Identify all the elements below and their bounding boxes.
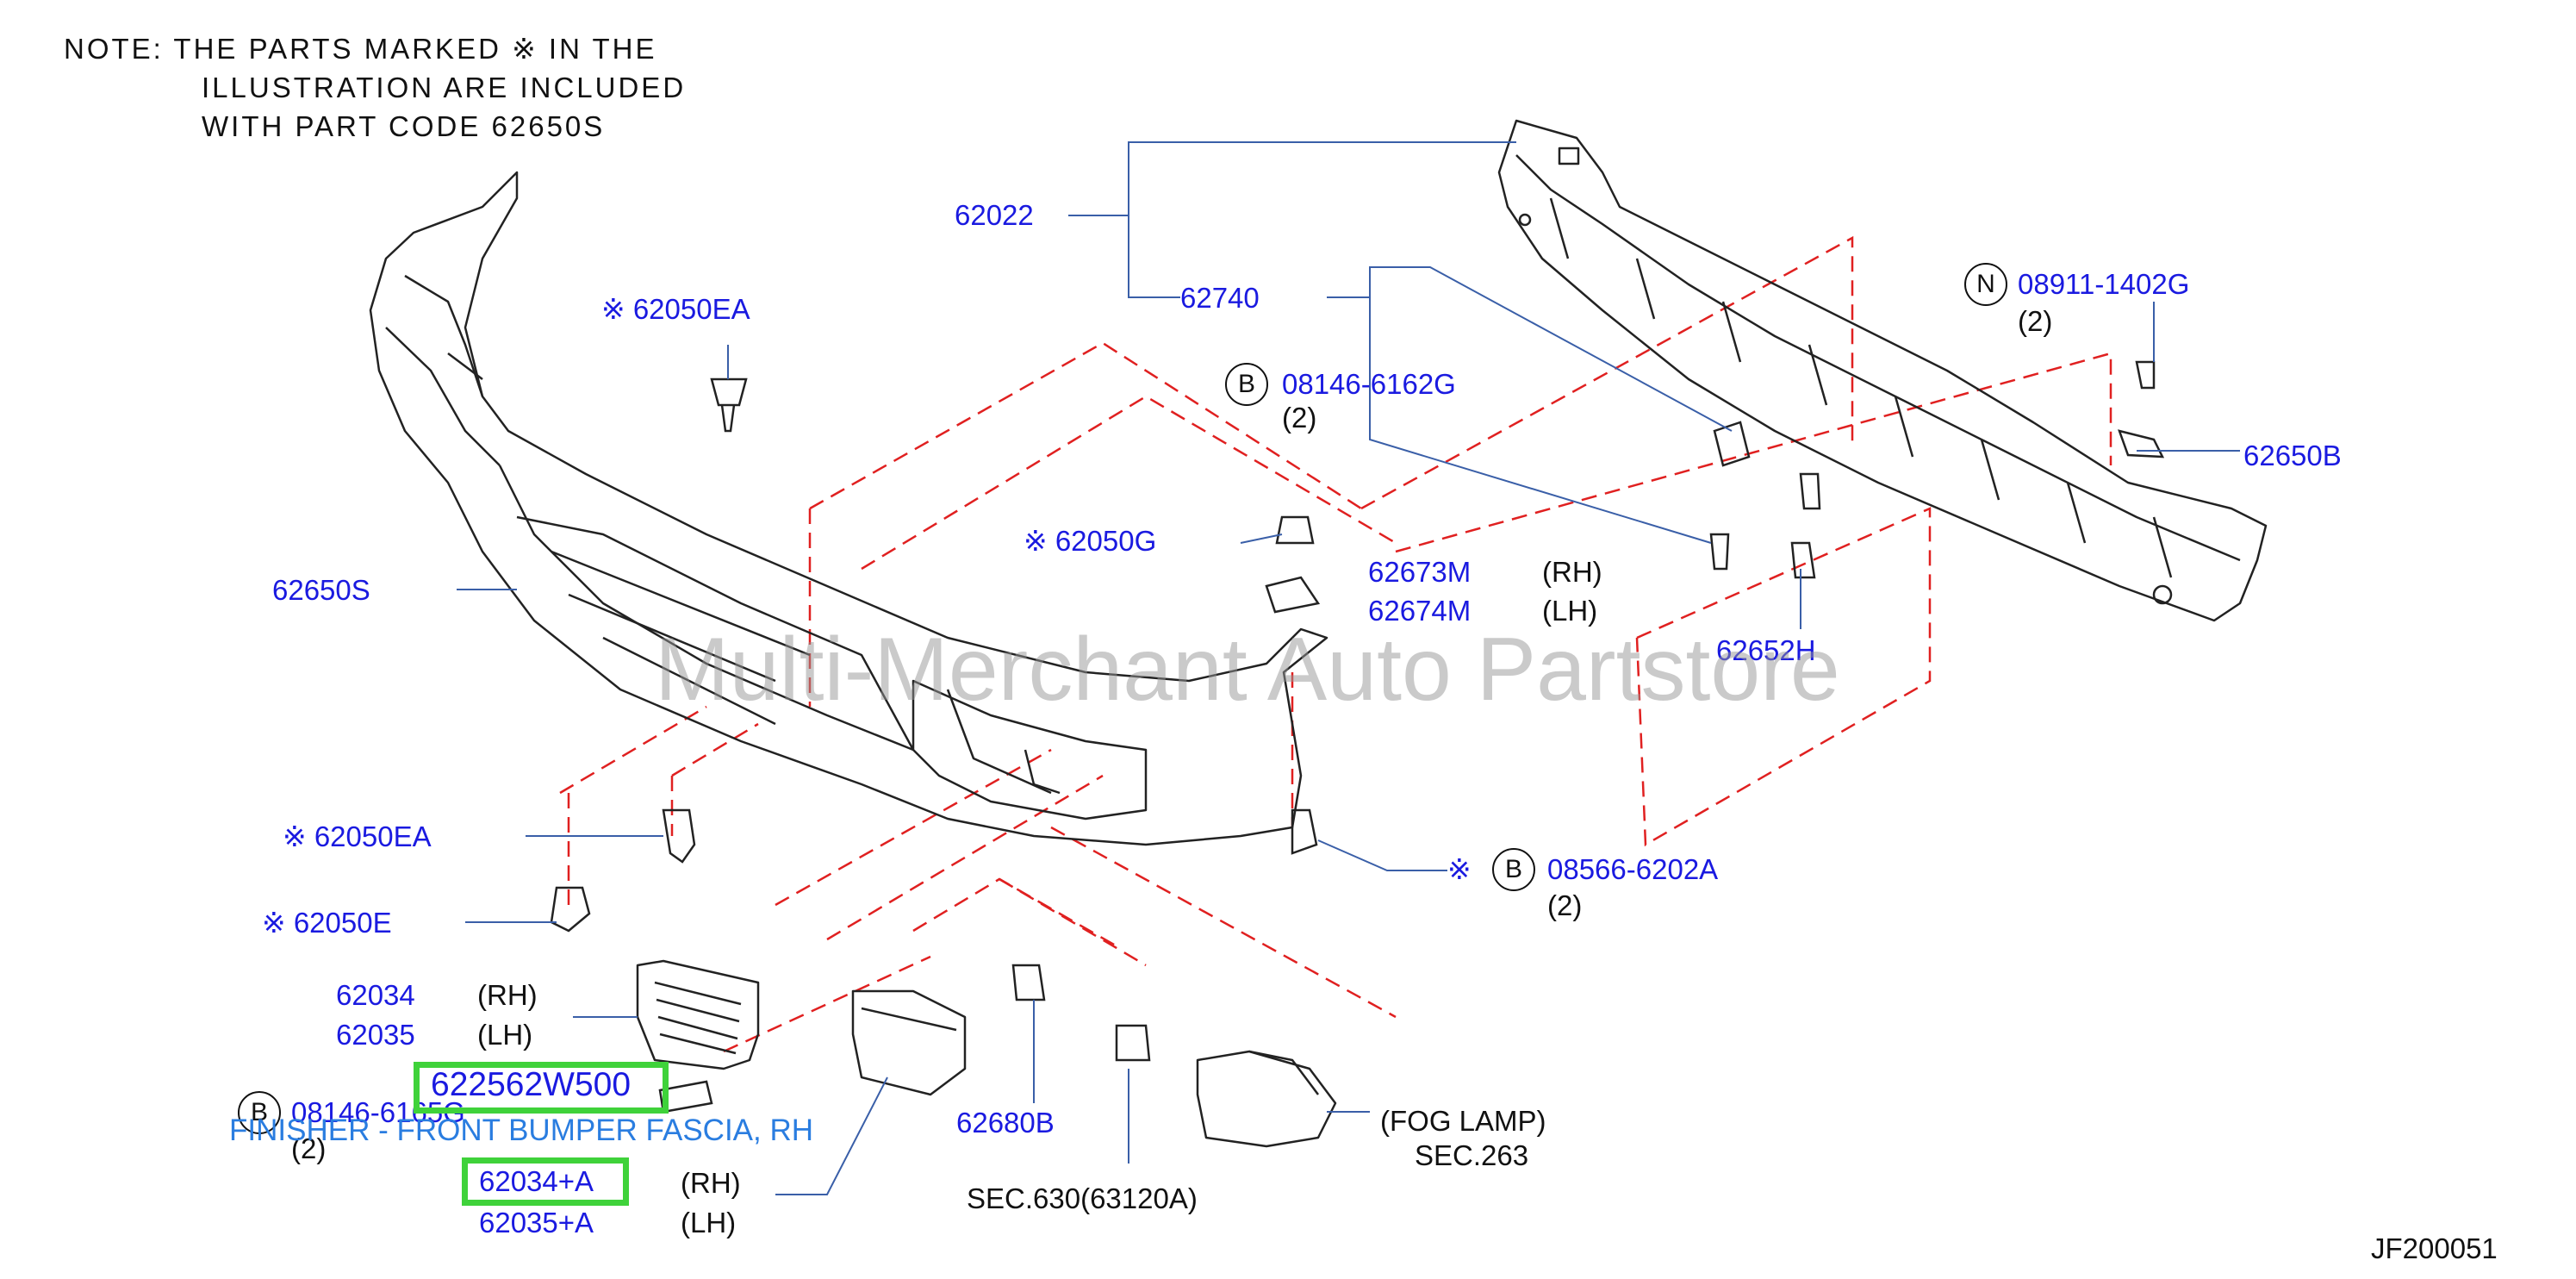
callout-62674m[interactable]: 62674M: [1368, 595, 1472, 627]
highlighted-part-number[interactable]: 622562W500: [431, 1066, 632, 1103]
callout-08911-1402g-qty: (2): [2018, 305, 2053, 337]
callout-08566-6202a[interactable]: 08566-6202A: [1547, 853, 1719, 885]
bolt-badge-b: B: [1225, 363, 1268, 406]
callout-62050e[interactable]: ※ 62050E: [262, 907, 392, 939]
parts-note: NOTE: THE PARTS MARKED ※ IN THE ILLUSTRA…: [64, 29, 686, 146]
bumper-fascia-drawing: [369, 171, 1328, 846]
callout-62673m-side: (RH): [1542, 556, 1602, 588]
callout-08146-6162g[interactable]: 08146-6162G: [1282, 368, 1456, 400]
bolt-badge-b-3: B: [238, 1091, 281, 1134]
nut-badge-n: N: [1964, 263, 2007, 306]
callout-62035a-side: (LH): [681, 1207, 737, 1238]
callout-sec263[interactable]: SEC.263: [1415, 1139, 1529, 1171]
callout-62650s[interactable]: 62650S: [272, 574, 370, 606]
callout-62050ea-top[interactable]: ※ 62050EA: [601, 293, 750, 325]
highlight-box-part-number: [414, 1062, 669, 1114]
callout-62035-side: (LH): [477, 1019, 533, 1051]
callout-08566-6202a-qty: (2): [1547, 889, 1583, 921]
callout-62034a-side: (RH): [681, 1167, 741, 1199]
callout-62740[interactable]: 62740: [1180, 282, 1260, 314]
callout-62650b[interactable]: 62650B: [2243, 440, 2342, 471]
diagram-reference-number: JF200051: [2371, 1232, 2498, 1264]
callout-62652h[interactable]: 62652H: [1716, 634, 1816, 666]
callout-62050ea-low[interactable]: ※ 62050EA: [283, 820, 432, 852]
highlight-box-62034a: [462, 1157, 629, 1206]
note-line-1: NOTE: THE PARTS MARKED ※ IN THE: [64, 33, 657, 65]
callout-62674m-side: (LH): [1542, 595, 1598, 627]
callout-62035a[interactable]: 62035+A: [479, 1207, 594, 1238]
note-line-3: WITH PART CODE 62650S: [202, 110, 606, 142]
callout-sec630[interactable]: SEC.630(63120A): [967, 1182, 1198, 1214]
callout-08566-kome: ※: [1447, 853, 1472, 885]
part-tooltip: FINISHER - FRONT BUMPER FASCIA, RH: [229, 1114, 814, 1147]
assembly-guide-lines: [559, 235, 2112, 1053]
fastener-parts: [550, 360, 2165, 1114]
callout-08911-1402g[interactable]: 08911-1402G: [2018, 268, 2190, 300]
callout-62034-side: (RH): [477, 979, 538, 1011]
bolt-badge-b-2: B: [1492, 848, 1535, 891]
bumper-reinforcement-drawing: [1497, 119, 2268, 622]
note-line-2: ILLUSTRATION ARE INCLUDED: [202, 72, 687, 103]
callout-62673m[interactable]: 62673M: [1368, 556, 1472, 588]
callout-08146-6165g-qty: (2): [291, 1132, 327, 1164]
callout-fog-lamp[interactable]: (FOG LAMP): [1380, 1105, 1546, 1137]
callout-62680b[interactable]: 62680B: [956, 1107, 1055, 1139]
callout-62022[interactable]: 62022: [955, 199, 1034, 231]
callout-62034[interactable]: 62034: [336, 979, 415, 1011]
store-watermark: Multi-Merchant Auto Partstore: [655, 620, 1840, 720]
callout-08146-6162g-qty: (2): [1282, 402, 1317, 434]
callout-62034a[interactable]: 62034+A: [479, 1165, 594, 1197]
lower-parts-drawing: [636, 959, 1337, 1148]
callout-62050g[interactable]: ※ 62050G: [1024, 525, 1157, 557]
leader-lines: [457, 141, 2240, 1195]
callout-62035[interactable]: 62035: [336, 1019, 415, 1051]
